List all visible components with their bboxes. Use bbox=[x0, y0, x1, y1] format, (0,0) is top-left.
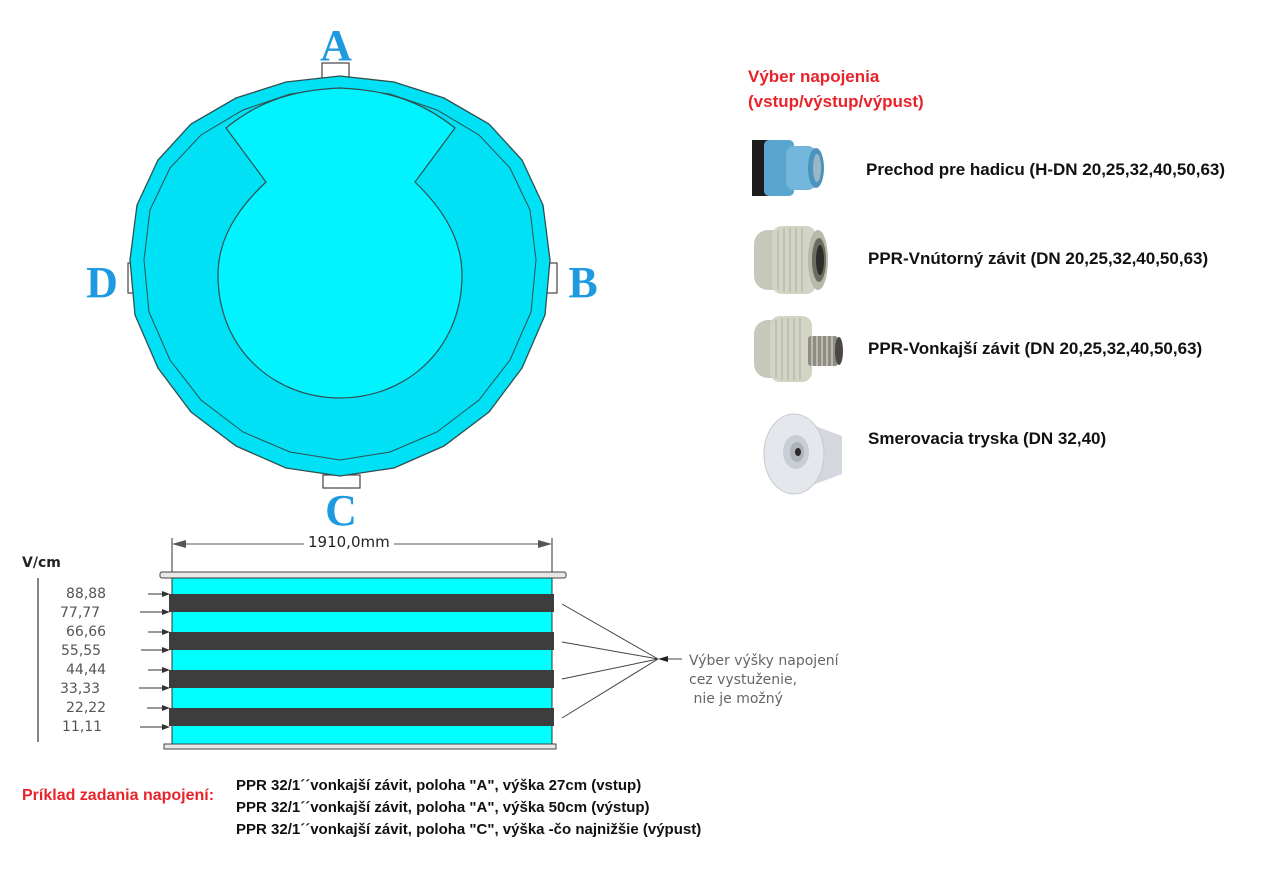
fitting-label: PPR-Vnútorný závit (DN 20,25,32,40,50,63… bbox=[868, 249, 1209, 268]
position-label-d: D bbox=[86, 258, 118, 307]
side-view-diagram: 1910,0mm V/cm 88,88 77,77 66,66 55,55 44… bbox=[0, 530, 839, 760]
fitting-label: Smerovacia tryska (DN 32,40) bbox=[868, 429, 1107, 448]
directional-nozzle-icon bbox=[763, 413, 842, 495]
height-value: 11,11 bbox=[62, 719, 103, 735]
example-label: Príklad zadania napojení: bbox=[22, 787, 215, 804]
position-label-c: C bbox=[325, 486, 357, 530]
position-label-b: B bbox=[568, 258, 597, 307]
side-view-shapes-icon bbox=[37, 538, 682, 750]
height-value: 33,33 bbox=[60, 681, 101, 697]
ppr-female-thread-icon bbox=[754, 226, 828, 294]
example-line: PPR 32/1´´vonkajší závit, poloha "A", vý… bbox=[236, 799, 650, 816]
height-value: 22,22 bbox=[66, 700, 107, 716]
fitting-option-ppr-female-thread[interactable]: PPR-Vnútorný závit (DN 20,25,32,40,50,63… bbox=[750, 222, 1270, 298]
top-view-diagram: A B C D bbox=[0, 0, 700, 535]
hose-adapter-icon bbox=[752, 140, 824, 196]
connection-selection-title: Výber napojenia (vstup/výstup/výpust) bbox=[748, 67, 924, 111]
example-line: PPR 32/1´´vonkajší závit, poloha "C", vý… bbox=[236, 821, 702, 838]
reinforcement-note: Výber výšky napojení cez vystuženie, nie… bbox=[689, 653, 839, 707]
example-lines: PPR 32/1´´vonkajší závit, poloha "A", vý… bbox=[236, 775, 701, 841]
ppr-male-thread-icon bbox=[754, 316, 843, 382]
fitting-label: Prechod pre hadicu (H-DN 20,25,32,40,50,… bbox=[866, 160, 1226, 179]
height-value: 88,88 bbox=[66, 586, 107, 602]
fitting-option-hose-adapter[interactable]: Prechod pre hadicu (H-DN 20,25,32,40,50,… bbox=[750, 136, 1270, 202]
height-value: 66,66 bbox=[66, 624, 107, 640]
height-value: 44,44 bbox=[66, 662, 107, 678]
example-line: PPR 32/1´´vonkajší závit, poloha "A", vý… bbox=[236, 777, 642, 794]
axis-label-vcm: V/cm bbox=[22, 555, 61, 571]
height-value: 55,55 bbox=[61, 643, 102, 659]
fitting-option-ppr-male-thread[interactable]: PPR-Vonkajší závit (DN 20,25,32,40,50,63… bbox=[750, 314, 1270, 386]
fitting-label: PPR-Vonkajší závit (DN 20,25,32,40,50,63… bbox=[868, 339, 1203, 358]
pool-top-view-icon: A B C D bbox=[86, 21, 598, 535]
fitting-option-directional-nozzle[interactable]: Smerovacia tryska (DN 32,40) bbox=[750, 404, 1270, 496]
position-label-a: A bbox=[320, 21, 352, 70]
height-values: 88,88 77,77 66,66 55,55 44,44 33,33 22,2… bbox=[60, 585, 140, 737]
height-value: 77,77 bbox=[60, 605, 101, 621]
width-dimension: 1910,0mm bbox=[304, 533, 394, 551]
